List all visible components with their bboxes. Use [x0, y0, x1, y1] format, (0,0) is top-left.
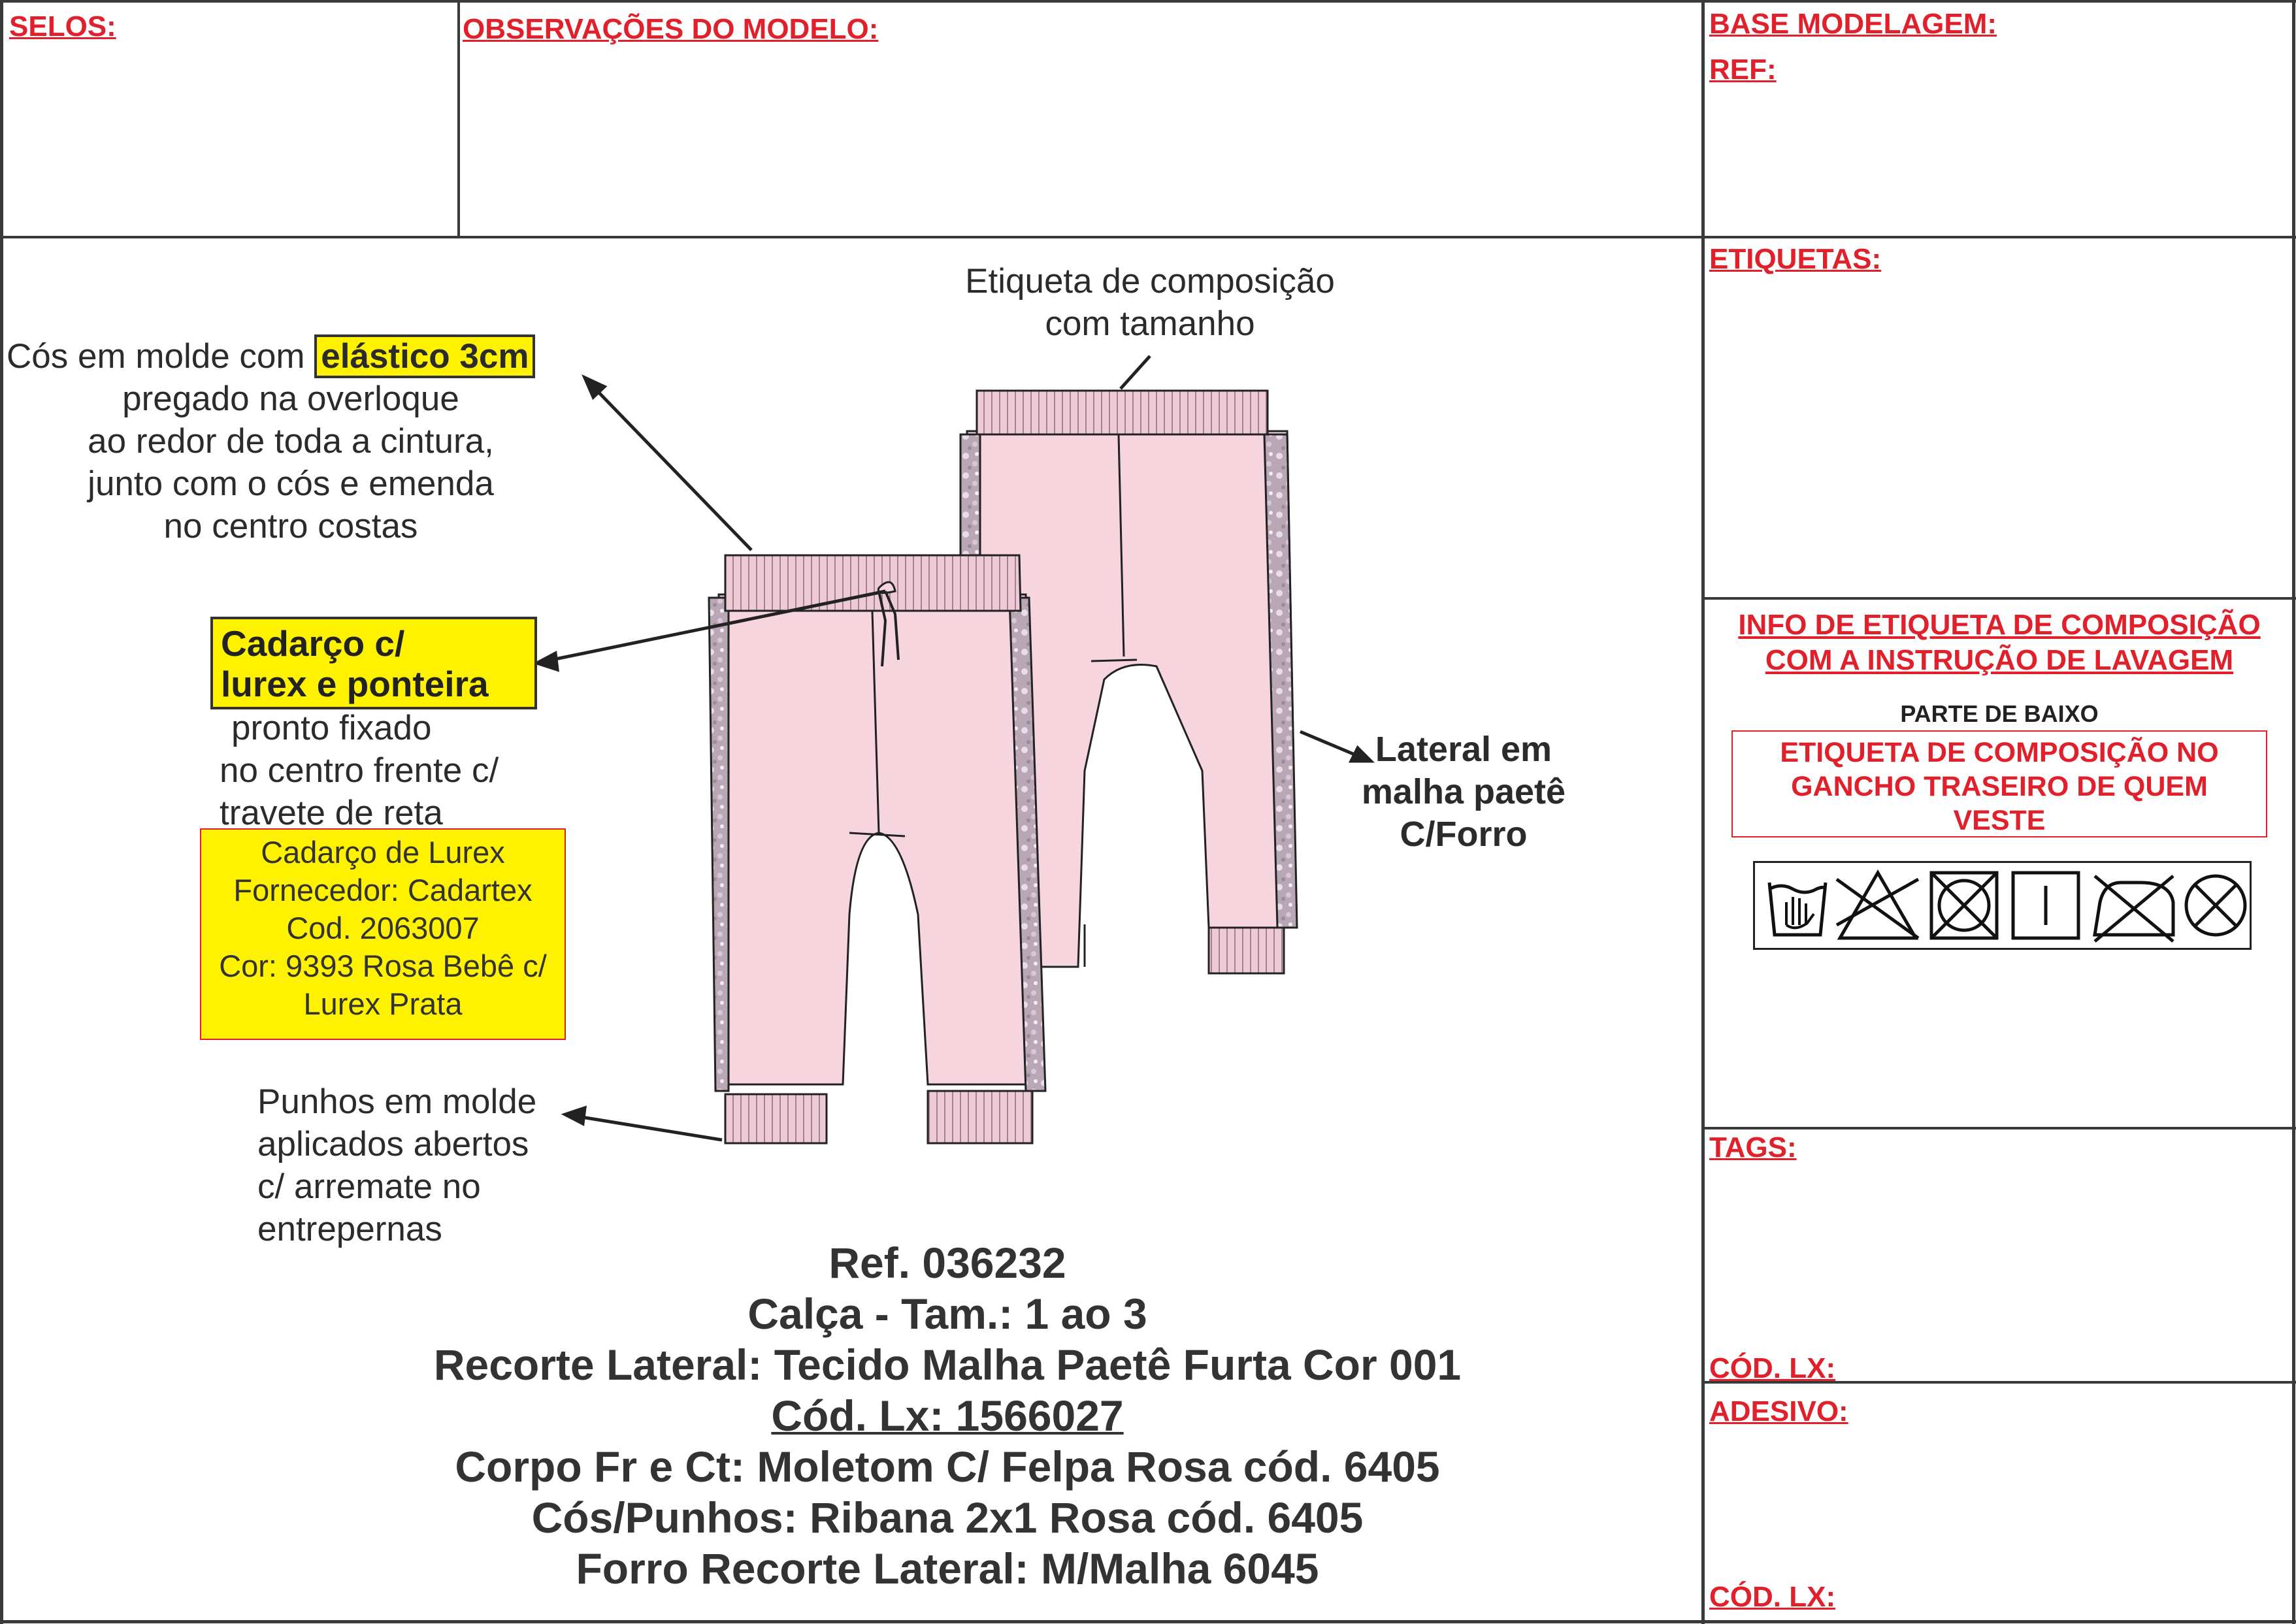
no-iron-icon — [2093, 875, 2175, 943]
frame-top — [0, 0, 2296, 3]
pronto-annotation: pronto fixado no centro frente c/ travet… — [220, 707, 612, 834]
hand-wash-icon — [1767, 882, 1828, 937]
tags-label: TAGS: — [1709, 1131, 1797, 1163]
info-line-2: COM A INSTRUÇÃO DE LAVAGEM — [1765, 644, 2234, 676]
elastico-highlight: elástico 3cm — [314, 334, 536, 378]
cos-line-3: ao redor de toda a cintura, — [88, 422, 494, 461]
lurex-line-2: Fornecedor: Cadartex — [233, 873, 533, 907]
lurex-line-3: Cod. 2063007 — [286, 911, 480, 945]
cod-lx-label-1: CÓD. LX: — [1709, 1352, 1836, 1384]
spec-calca: Calça - Tam.: 1 ao 3 — [747, 1290, 1147, 1338]
no-dry-clean-icon — [2184, 874, 2247, 937]
lateral-line-2: malha paetê — [1361, 772, 1566, 811]
etiqueta-composicao-box: ETIQUETA DE COMPOSIÇÃO NO GANCHO TRASEIR… — [1731, 730, 2267, 837]
spec-block: Ref. 036232 Calça - Tam.: 1 ao 3 Recorte… — [366, 1237, 1529, 1594]
punhos-line-1: Punhos em molde — [257, 1082, 537, 1121]
parte-de-baixo: PARTE DE BAIXO — [1900, 700, 2099, 727]
frame-left — [0, 0, 3, 1624]
lateral-line-1: Lateral em — [1375, 730, 1552, 769]
lurex-line-4: Cor: 9393 Rosa Bebê c/ — [219, 949, 547, 983]
adesivo-divider — [1701, 1381, 2296, 1384]
ref-label: REF: — [1709, 54, 1777, 86]
tags-divider — [1701, 1127, 2296, 1129]
etiqueta-box-line-1: ETIQUETA DE COMPOSIÇÃO NO — [1780, 737, 2219, 768]
cos-line-5: no centro costas — [163, 507, 418, 545]
etiqueta-ann-line-2: com tamanho — [1045, 304, 1255, 343]
pronto-line-3: travete de reta — [220, 794, 443, 832]
info-line-1: INFO DE ETIQUETA DE COMPOSIÇÃO — [1738, 609, 2261, 641]
etiquetas-label: ETIQUETAS: — [1709, 243, 1882, 275]
adesivo-label: ADESIVO: — [1709, 1395, 1848, 1427]
cos-annotation-lines: pregado na overloque ao redor de toda a … — [0, 378, 582, 547]
cos-annotation: Cós em molde com elástico 3cm — [7, 334, 582, 378]
etiqueta-annotation: Etiqueta de composição com tamanho — [889, 260, 1411, 345]
frame-right — [2292, 0, 2295, 1624]
punhos-annotation: Punhos em molde aplicados abertos c/ arr… — [257, 1080, 649, 1250]
pants-illustration — [533, 355, 1375, 1145]
punhos-line-3: c/ arremate no — [257, 1167, 481, 1206]
pronto-line-2: no centro frente c/ — [220, 751, 499, 790]
spec-ref: Ref. 036232 — [828, 1239, 1066, 1287]
cos-line-4: junto com o cós e emenda — [88, 464, 494, 503]
lurex-line-5: Lurex Prata — [303, 986, 463, 1021]
lateral-annotation: Lateral em malha paetê C/Forro — [1333, 728, 1594, 856]
care-symbols — [1767, 869, 2247, 943]
cadarco-line-2: lurex e ponteira — [221, 664, 489, 704]
care-symbols-box — [1753, 861, 2252, 950]
spec-cod-lx: Cód. Lx: 1566027 — [366, 1390, 1529, 1441]
info-etiqueta-title: INFO DE ETIQUETA DE COMPOSIÇÃO COM A INS… — [1705, 608, 2293, 678]
cadarco-highlight-box: Cadarço c/ lurex e ponteira — [210, 617, 537, 709]
spec-forro: Forro Recorte Lateral: M/Malha 6045 — [576, 1544, 1319, 1593]
no-bleach-icon — [1835, 869, 1920, 940]
lateral-line-3: C/Forro — [1400, 815, 1528, 854]
cos-line-2: pregado na overloque — [122, 380, 459, 418]
lurex-info-box: Cadarço de Lurex Fornecedor: Cadartex Co… — [200, 828, 566, 1040]
selos-divider — [457, 0, 460, 238]
cod-lx-label-2: CÓD. LX: — [1709, 1581, 1836, 1613]
frame-bottom — [0, 1620, 2296, 1623]
observacoes-label: OBSERVAÇÕES DO MODELO: — [463, 13, 879, 45]
punhos-line-2: aplicados abertos — [257, 1125, 529, 1163]
no-tumble-dry-icon — [1929, 871, 1999, 940]
cadarco-line-1: Cadarço c/ — [221, 623, 405, 664]
front-view-pants — [708, 554, 1047, 1145]
spec-cos-punhos: Cós/Punhos: Ribana 2x1 Rosa cód. 6405 — [531, 1493, 1364, 1542]
etiqueta-ann-line-1: Etiqueta de composição — [965, 262, 1335, 300]
spec-corpo: Corpo Fr e Ct: Moletom C/ Felpa Rosa cód… — [455, 1442, 1440, 1491]
spec-cod-lx-text: Cód. Lx: 1566027 — [771, 1391, 1124, 1440]
spec-recorte: Recorte Lateral: Tecido Malha Paetê Furt… — [433, 1340, 1462, 1389]
line-dry-icon — [2011, 871, 2080, 940]
header-divider — [0, 236, 2296, 238]
pronto-line-1: pronto fixado — [231, 709, 432, 747]
selos-label: SELOS: — [9, 10, 116, 42]
etiqueta-box-line-3: VESTE — [1953, 805, 2046, 836]
etiquetas-divider — [1701, 597, 2296, 600]
lurex-line-1: Cadarço de Lurex — [261, 835, 505, 869]
annotation-arrows — [533, 355, 1375, 1142]
punhos-line-4: entrepernas — [257, 1210, 442, 1248]
right-panel-divider — [1701, 0, 1705, 1624]
base-modelagem-label: BASE MODELAGEM: — [1709, 8, 1997, 40]
cos-prefix: Cós em molde com — [7, 337, 305, 376]
etiqueta-box-line-2: GANCHO TRASEIRO DE QUEM — [1791, 771, 2208, 802]
